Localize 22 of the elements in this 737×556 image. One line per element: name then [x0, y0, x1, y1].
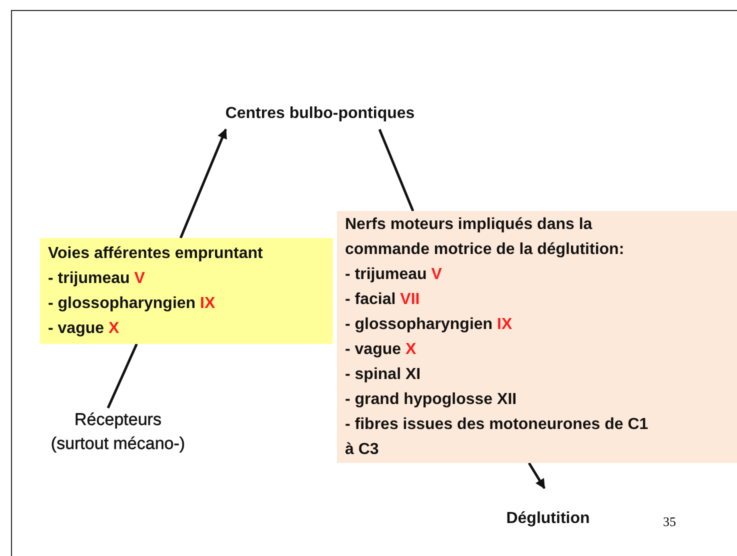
- list-item: - trijumeau V: [345, 265, 443, 285]
- arrow: [528, 462, 546, 490]
- list-item: - facial VII: [345, 290, 421, 310]
- list-item: - trijumeau V: [48, 269, 146, 289]
- list-item: - fibres issues des motoneurones de C1 à C3: [345, 415, 650, 460]
- arrow: [179, 128, 227, 238]
- connector-line: [378, 128, 414, 212]
- box-heading: Voies afférentes empruntant: [48, 244, 264, 264]
- connector-line: [106, 343, 138, 409]
- text-box: [337, 211, 737, 463]
- node-label: Centres bulbo-pontiques: [196, 100, 444, 128]
- list-item: - grand hypoglosse XII: [345, 390, 518, 410]
- box-heading: Nerfs moteurs impliqués dans la commande motrice de la déglutition:: [345, 215, 626, 260]
- node-label: Déglutition: [488, 505, 608, 533]
- list-item: - glossopharyngien IX: [48, 294, 216, 314]
- list-item: - glossopharyngien IX: [345, 315, 514, 335]
- list-item: - vague X: [48, 319, 120, 339]
- page-number: 35: [663, 514, 676, 530]
- text-box: [40, 238, 333, 344]
- node-label: Récepteurs (surtout mécano-): [18, 408, 218, 460]
- list-item: - spinal XI: [345, 365, 422, 385]
- list-item: - vague X: [345, 340, 418, 360]
